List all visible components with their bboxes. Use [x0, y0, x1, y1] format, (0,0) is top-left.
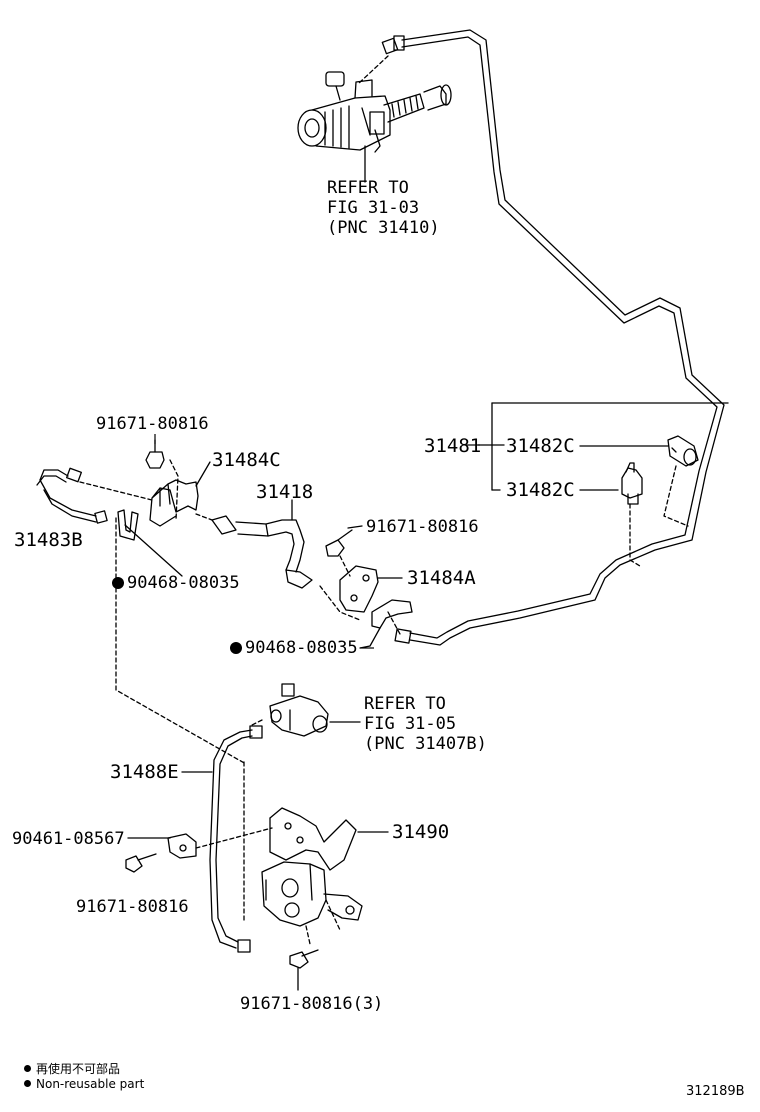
legend-dot — [24, 1080, 31, 1087]
clip-left-number: 90468-08035 — [127, 573, 240, 593]
clamp-90461 — [127, 833, 197, 859]
part-label-bolt-bottom-left: 91671-80816 — [76, 897, 189, 917]
bracket-31490 — [269, 807, 389, 871]
dash-left-long — [115, 517, 247, 765]
clip-mid — [359, 599, 413, 649]
part-label-clip-left: 90468-08035 — [112, 573, 240, 593]
dash-valve-lower — [305, 899, 341, 945]
clamp-lower — [621, 462, 643, 505]
part-label-clip-mid: 90468-08035 — [230, 638, 358, 658]
part-label-31484c: 31484C — [212, 449, 281, 471]
bolt-bottom-left — [125, 853, 157, 873]
dash-clamp-upper — [663, 465, 689, 527]
dash-tube-b — [79, 481, 153, 501]
dash-clamp-lower — [629, 503, 641, 567]
dash-valve — [249, 719, 263, 727]
tube-top-fitting — [381, 35, 405, 55]
part-label-bolt-mid: 91671-80816 — [366, 517, 479, 537]
dash-top — [357, 55, 389, 85]
clip-left — [117, 509, 183, 577]
part-label-31490: 31490 — [392, 821, 450, 843]
refer-fig-31-05-line2: FIG 31-05 — [364, 714, 457, 734]
refer-fig-31-05-line3: (PNC 31407B) — [364, 734, 487, 754]
dash-hose — [195, 513, 213, 521]
non-reusable-mark — [230, 642, 242, 654]
tube-31488e — [181, 725, 263, 953]
tube-31483b — [36, 467, 108, 524]
master-cylinder — [297, 71, 452, 183]
legend-english: Non-reusable part — [24, 1077, 144, 1091]
refer-fig-31-03-line3: (PNC 31410) — [327, 218, 440, 238]
part-label-bolt-bottom: 91671-80816(3) — [240, 994, 384, 1014]
clip-mid-number: 90468-08035 — [245, 638, 358, 658]
legend-jp-text: 再使用不可部品 — [36, 1062, 121, 1076]
part-label-bolt-top-left: 91671-80816 — [96, 414, 209, 434]
valve-top — [269, 683, 361, 737]
non-reusable-mark — [112, 577, 124, 589]
dash-bracket-a — [319, 585, 361, 621]
legend-dot — [24, 1065, 31, 1072]
part-label-31482c-lower: 31482C — [506, 479, 575, 501]
bolt-bottom — [289, 949, 319, 991]
clamp-upper — [667, 435, 699, 467]
refer-fig-31-03-line2: FIG 31-03 — [327, 198, 420, 218]
dash-clamp-90461 — [195, 827, 273, 849]
dash-clip-mid — [387, 611, 401, 635]
dash-bolt-top-left — [169, 459, 179, 521]
valve-body-lower — [261, 861, 363, 927]
part-label-31481: 31481 — [424, 435, 482, 457]
figure-id: 312189B — [686, 1084, 745, 1099]
bracket-31484c — [149, 461, 211, 527]
bracket-31484a — [339, 565, 403, 613]
part-label-31488e: 31488E — [110, 761, 179, 783]
clutch-line-tube — [401, 29, 725, 646]
hose-31418 — [211, 499, 313, 589]
legend-japanese: 再使用不可部品 — [24, 1060, 120, 1077]
refer-fig-31-05-line1: REFER TO — [364, 694, 446, 714]
part-label-31482c-upper: 31482C — [506, 435, 575, 457]
legend-en-text: Non-reusable part — [36, 1077, 145, 1091]
part-label-31418: 31418 — [256, 481, 314, 503]
refer-fig-31-03-line1: REFER TO — [327, 178, 409, 198]
tube-end-fitting — [394, 628, 412, 644]
part-label-clamp-90461: 90461-08567 — [12, 829, 125, 849]
tube-assy-leader — [477, 402, 729, 491]
part-label-31484a: 31484A — [407, 567, 476, 589]
bolt-mid — [325, 525, 363, 557]
part-label-31483b: 31483B — [14, 529, 83, 551]
